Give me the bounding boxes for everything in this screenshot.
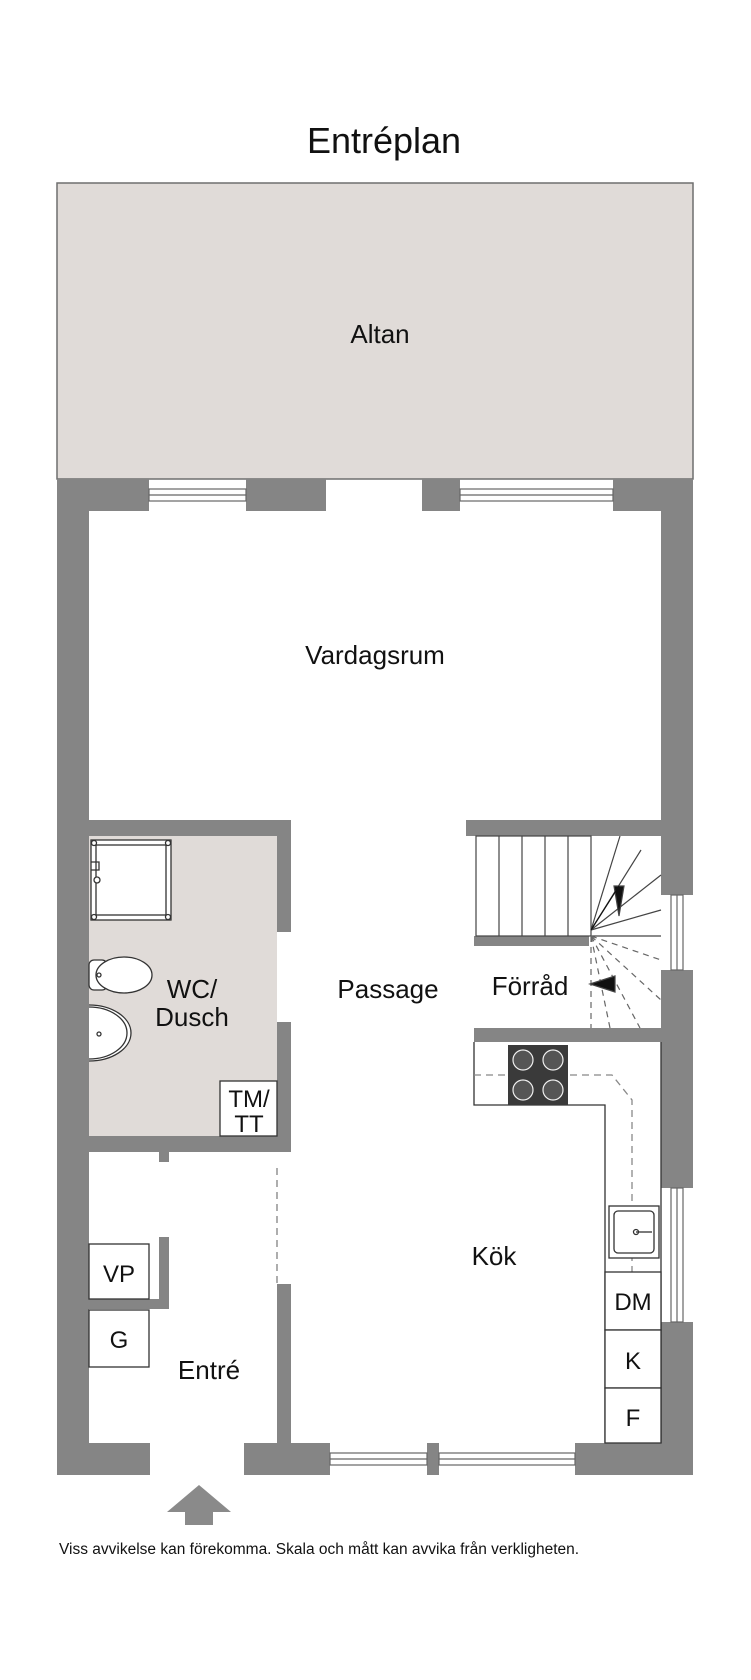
vp-box (88, 1243, 150, 1300)
entrance-arrow-icon (167, 1485, 231, 1525)
g-box (88, 1309, 150, 1368)
windows (148, 488, 684, 1466)
tm-label-line1: TM/ (228, 1086, 270, 1113)
freezer-box (604, 1387, 662, 1444)
kitchen-sink-icon (608, 1205, 660, 1259)
room-label-entre: Entré (178, 1355, 240, 1385)
altan-area (56, 182, 694, 480)
room-label-wc-line1: WC/ (167, 974, 218, 1004)
room-label-forrad: Förråd (492, 971, 569, 1001)
doorway-markers (276, 1168, 278, 1284)
washbasin-icon (88, 1004, 132, 1062)
tm-label-line2: TT (234, 1111, 264, 1138)
toilet-icon (88, 956, 153, 994)
room-label-passage: Passage (337, 974, 438, 1004)
k-label: K (625, 1348, 641, 1375)
room-label-vardagsrum: Vardagsrum (305, 640, 445, 670)
disclaimer-text: Viss avvikelse kan förekomma. Skala och … (59, 1541, 580, 1558)
stair-arrow-left-icon (588, 975, 616, 993)
room-label-wc-line2: Dusch (155, 1002, 229, 1032)
outer-walls (57, 479, 693, 1475)
dm-label: DM (614, 1289, 651, 1316)
room-label-altan: Altan (350, 319, 409, 349)
tm-tt-box (219, 1080, 278, 1137)
vp-label: VP (103, 1261, 135, 1288)
cooktop-icon (508, 1045, 568, 1105)
plan-title: Entréplan (307, 120, 461, 161)
kitchen-appliances (604, 1271, 662, 1444)
entry-fixtures (88, 1243, 150, 1368)
f-label: F (626, 1405, 641, 1432)
interior-walls (89, 820, 661, 1443)
staircase (475, 835, 662, 1029)
g-label: G (110, 1327, 129, 1354)
room-label-kok: Kök (472, 1241, 518, 1271)
shower-tray-icon (90, 839, 172, 921)
